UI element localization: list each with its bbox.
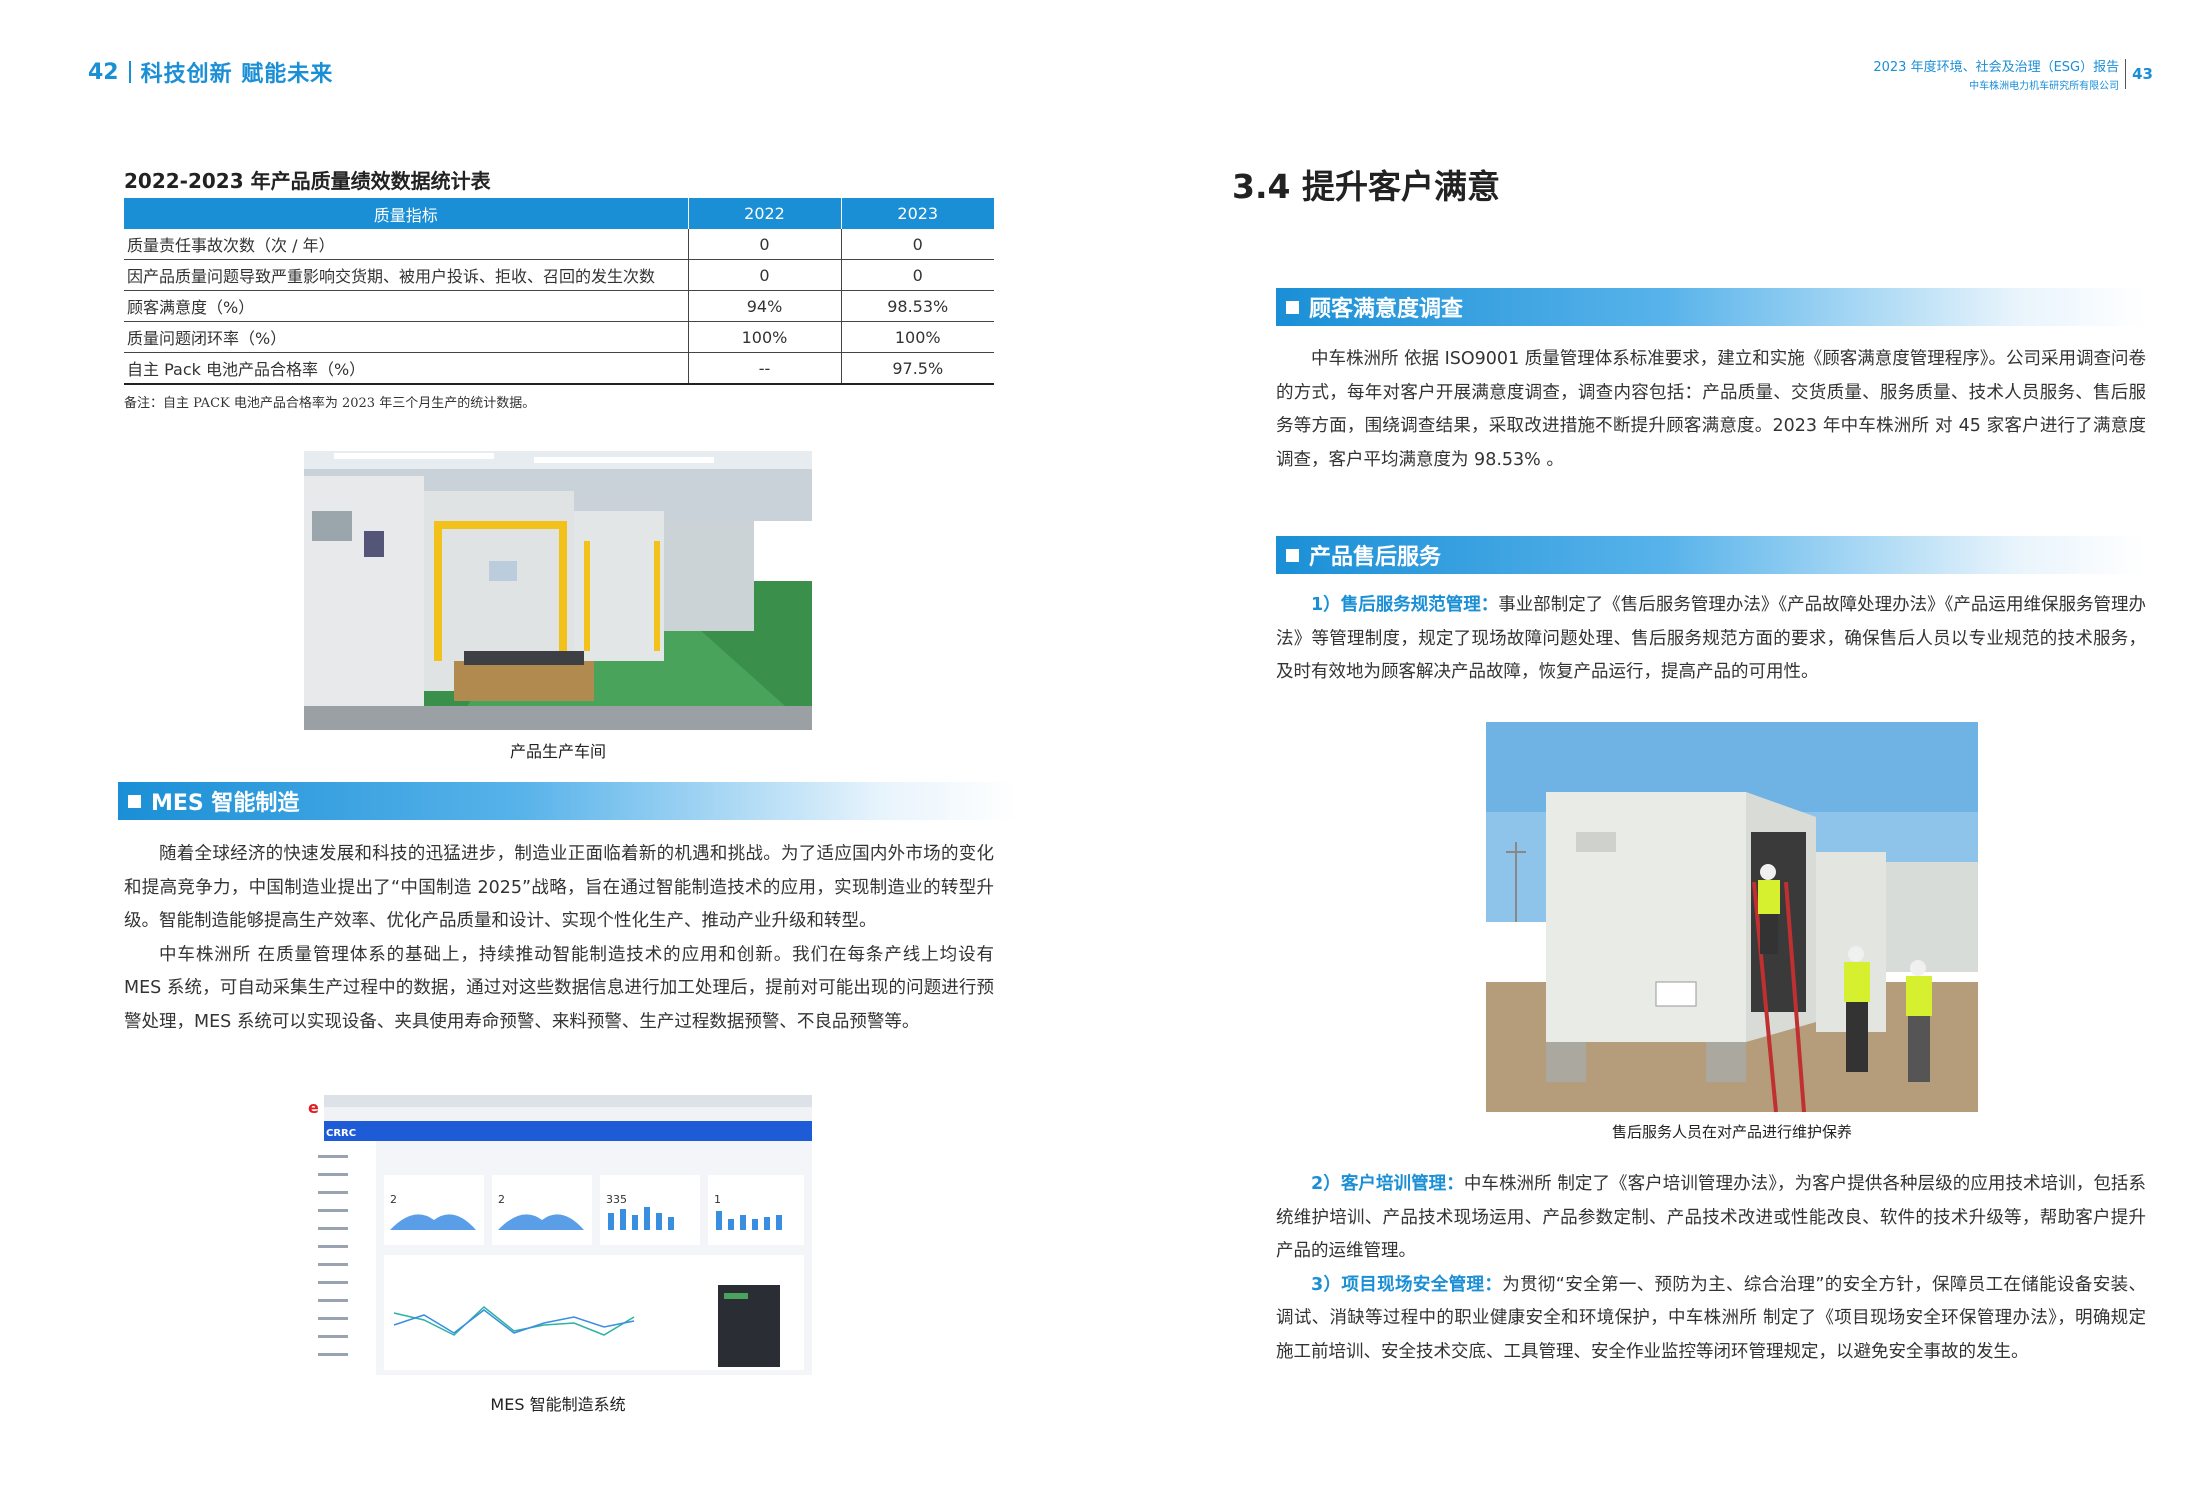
table-cell: 0 <box>688 259 842 291</box>
table-header: 2023 <box>841 198 994 229</box>
survey-section-title: 顾客满意度调查 <box>1309 297 1464 322</box>
service-section-title: 产品售后服务 <box>1309 545 1442 570</box>
table-note: 备注：自主 PACK 电池产品合格率为 2023 年三个月生产的统计数据。 <box>124 396 536 411</box>
table-cell: 质量责任事故次数（次 / 年） <box>124 229 689 260</box>
service-item-1-label: 1）售后服务规范管理： <box>1311 595 1499 615</box>
service-item-1-text: 事业部制定了《售后服务管理办法》《产品故障处理办法》《产品运用维保服务管理办法》… <box>1276 595 2146 682</box>
service-item-1: 1）售后服务规范管理：事业部制定了《售后服务管理办法》《产品故障处理办法》《产品… <box>1276 589 2146 690</box>
mes-section-header: MES 智能制造 <box>118 782 1018 820</box>
square-bullet-icon <box>1286 548 1299 562</box>
table-row: 质量责任事故次数（次 / 年） 0 0 <box>124 229 994 260</box>
square-bullet-icon <box>1286 300 1299 314</box>
section-name: 科技创新 赋能未来 <box>140 62 334 87</box>
chapter-title: 3.4 提升客户满意 <box>1232 167 1500 206</box>
quality-table: 质量指标 2022 2023 质量责任事故次数（次 / 年） 0 0 因产品质量… <box>124 198 994 385</box>
mes-text: 随着全球经济的快速发展和科技的迅猛进步，制造业正面临着新的机遇和挑战。为了适应国… <box>124 838 994 1039</box>
service-item-2-label: 2）客户培训管理： <box>1311 1174 1464 1194</box>
survey-paragraph: 中车株洲所 依据 ISO9001 质量管理体系标准要求，建立和实施《顾客满意度管… <box>1276 349 2147 470</box>
table-row: 质量问题闭环率（%） 100% 100% <box>124 321 994 353</box>
header-divider-right <box>2125 59 2127 89</box>
table-cell: 因产品质量问题导致严重影响交货期、被用户投诉、拒收、召回的发生次数 <box>124 259 689 291</box>
survey-text: 中车株洲所 依据 ISO9001 质量管理体系标准要求，建立和实施《顾客满意度管… <box>1276 343 2146 477</box>
service-items-2-3: 2）客户培训管理：中车株洲所 制定了《客户培训管理办法》，为客户提供各种层级的应… <box>1276 1168 2146 1369</box>
service-item-3-label: 3）项目现场安全管理： <box>1311 1274 1503 1295</box>
table-cell: 自主 Pack 电池产品合格率（%） <box>124 352 689 385</box>
factory-photo-caption: 产品生产车间 <box>509 742 606 761</box>
mes-system-screenshot: e CRRC 2 2 335 1 <box>304 1095 812 1375</box>
table-row: 顾客满意度（%） 94% 98.53% <box>124 290 994 322</box>
table-cell: 94% <box>688 290 842 322</box>
table-row: 自主 Pack 电池产品合格率（%） -- 97.5% <box>124 352 994 385</box>
table-cell: 质量问题闭环率（%） <box>124 321 689 353</box>
table-cell: 0 <box>841 259 994 291</box>
mes-card-value: 2 <box>498 1193 505 1206</box>
table-cell: 0 <box>688 229 842 260</box>
mes-card-value: 1 <box>714 1193 721 1206</box>
page-number-left: 42 <box>88 59 119 85</box>
table-title: 2022-2023 年产品质量绩效数据统计表 <box>124 169 491 193</box>
mes-screenshot-caption: MES 智能制造系统 <box>490 1395 626 1414</box>
table-row: 因产品质量问题导致严重影响交货期、被用户投诉、拒收、召回的发生次数 0 0 <box>124 259 994 291</box>
survey-section-header: 顾客满意度调查 <box>1276 288 2146 326</box>
service-section-header: 产品售后服务 <box>1276 536 2146 574</box>
svg-text:e: e <box>308 1098 319 1117</box>
mes-card-value: 335 <box>606 1193 627 1206</box>
table-cell: 100% <box>688 321 842 353</box>
table-cell: 100% <box>841 321 994 353</box>
mes-card-value: 2 <box>390 1193 397 1206</box>
report-title: 2023 年度环境、社会及治理（ESG）报告 <box>1873 60 2120 75</box>
service-photo <box>1486 722 1978 1112</box>
service-item-2-text: 中车株洲所 制定了《客户培训管理办法》，为客户提供各种层级的应用技术培训，包括系… <box>1276 1174 2146 1261</box>
table-header: 质量指标 <box>124 198 689 229</box>
mes-paragraph: 随着全球经济的快速发展和科技的迅猛进步，制造业正面临着新的机遇和挑战。为了适应国… <box>124 844 994 931</box>
company-name: 中车株洲电力机车研究所有限公司 <box>1969 81 2120 92</box>
service-item-3-text: 为贯彻“安全第一、预防为主、综合治理”的安全方针，保障员工在储能设备安装、调试、… <box>1276 1274 2146 1362</box>
header-divider <box>128 61 131 83</box>
page-number-right: 43 <box>2132 65 2153 83</box>
mes-paragraph: 中车株洲所 在质量管理体系的基础上，持续推动智能制造技术的应用和创新。我们在每条… <box>124 944 994 1032</box>
table-cell: 顾客满意度（%） <box>124 290 689 322</box>
header-left: 42 科技创新 赋能未来 <box>88 56 333 88</box>
factory-photo <box>304 451 812 730</box>
table-cell: 98.53% <box>841 290 994 322</box>
crrc-logo-text: CRRC <box>326 1128 356 1139</box>
header-right: 2023 年度环境、社会及治理（ESG）报告 中车株洲电力机车研究所有限公司 4… <box>1873 56 2153 92</box>
mes-section-title: MES 智能制造 <box>151 791 300 816</box>
table-header: 2022 <box>688 198 842 229</box>
table-cell: 97.5% <box>841 352 994 385</box>
service-photo-caption: 售后服务人员在对产品进行维护保养 <box>1611 1123 1852 1141</box>
table-cell: 0 <box>841 229 994 260</box>
square-bullet-icon <box>128 794 141 808</box>
table-cell: -- <box>688 352 842 385</box>
